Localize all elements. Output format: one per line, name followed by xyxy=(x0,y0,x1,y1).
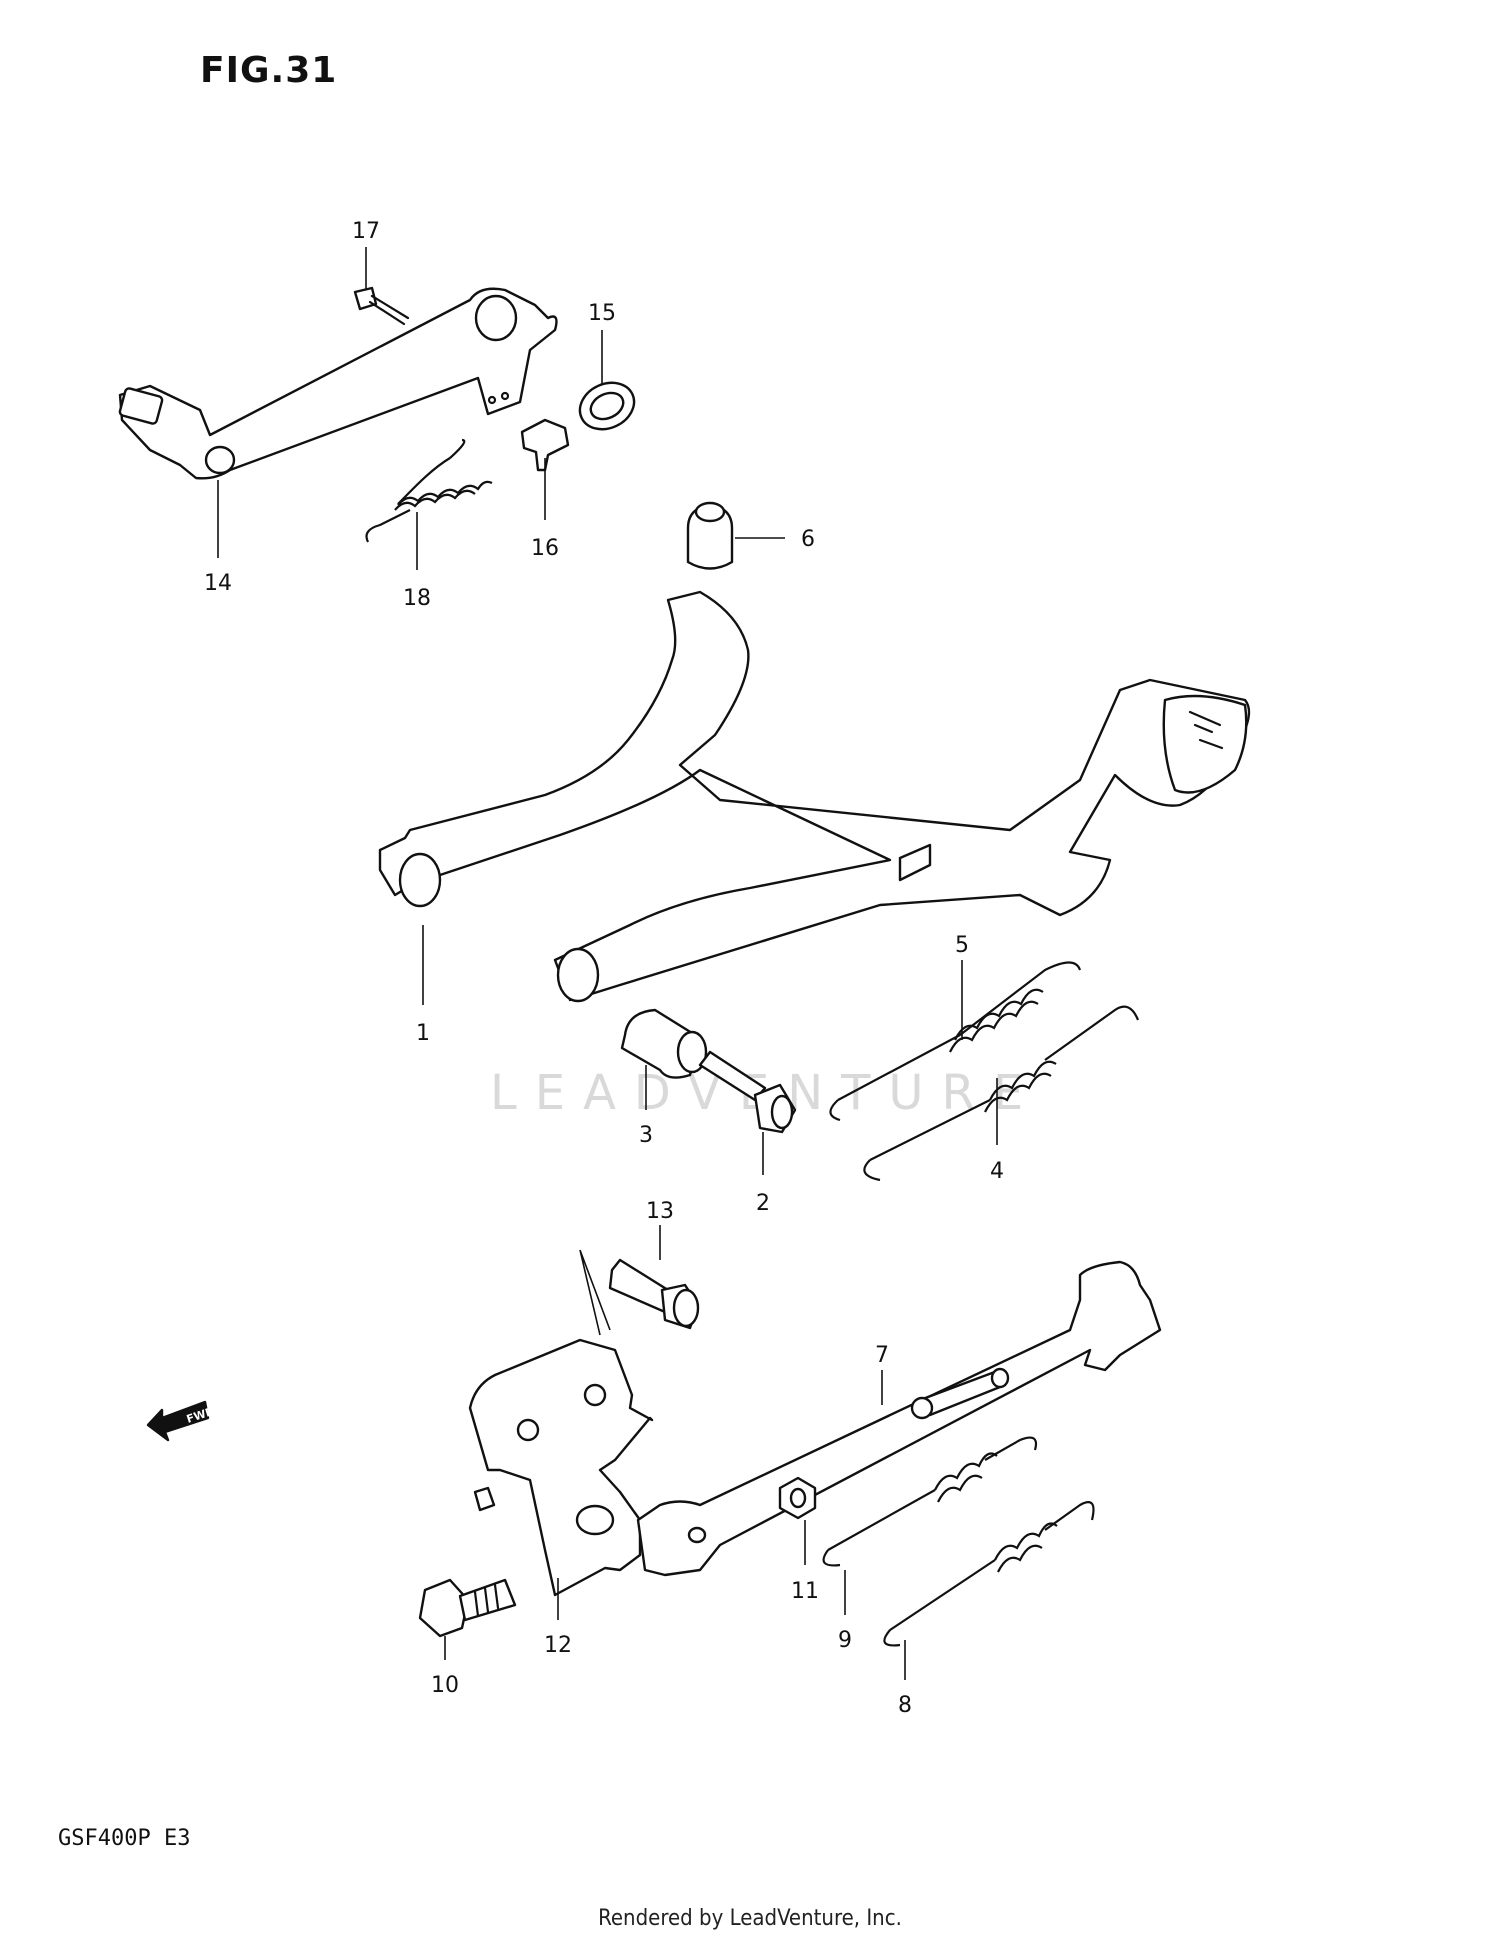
render-credit: Rendered by LeadVenture, Inc. xyxy=(598,1906,902,1931)
washer-15-part[interactable] xyxy=(572,374,641,438)
callout-14: 14 xyxy=(204,571,232,596)
clip-16-part[interactable] xyxy=(520,418,570,472)
side-stand-part[interactable] xyxy=(636,1260,1162,1577)
center-stand-part[interactable] xyxy=(378,590,1251,1003)
callout-5: 5 xyxy=(955,933,969,958)
callout-1: 1 xyxy=(416,1021,430,1046)
bracket-12-part[interactable] xyxy=(468,1338,654,1597)
model-code: GSF400P E3 xyxy=(58,1826,191,1851)
callout-15: 15 xyxy=(588,301,616,326)
spring-4-part[interactable] xyxy=(863,1005,1140,1182)
pedal-arm-part[interactable] xyxy=(118,287,558,480)
callout-16: 16 xyxy=(531,536,559,561)
spring-9-part[interactable] xyxy=(822,1436,1038,1567)
callout-9: 9 xyxy=(838,1628,852,1653)
callout-18: 18 xyxy=(403,586,431,611)
callout-6: 6 xyxy=(801,527,815,552)
bushing-3-part[interactable] xyxy=(620,1008,708,1079)
callout-4: 4 xyxy=(990,1159,1004,1184)
callout-13: 13 xyxy=(646,1199,674,1224)
spring-8-part[interactable] xyxy=(883,1501,1095,1647)
stopper-6-part[interactable] xyxy=(686,501,734,570)
nut-11-part[interactable] xyxy=(778,1476,817,1520)
callout-3: 3 xyxy=(639,1123,653,1148)
callout-8: 8 xyxy=(898,1693,912,1718)
bolt-13-part[interactable] xyxy=(608,1258,700,1330)
leader-lines xyxy=(217,247,998,1680)
bolt-10-part[interactable] xyxy=(418,1578,517,1638)
callout-12: 12 xyxy=(544,1633,572,1658)
figure-title: FIG.31 xyxy=(200,50,338,91)
callout-11: 11 xyxy=(791,1579,819,1604)
callout-2: 2 xyxy=(756,1191,770,1216)
bolt-17-part[interactable] xyxy=(353,286,410,326)
callout-7: 7 xyxy=(875,1343,889,1368)
callout-labels: 17 15 16 14 18 6 1 5 4 3 2 13 7 11 9 8 1… xyxy=(204,219,1004,1718)
fwd-arrow-icon xyxy=(146,1400,210,1442)
callout-10: 10 xyxy=(431,1673,459,1698)
spring-5-part[interactable] xyxy=(829,961,1082,1122)
callout-17: 17 xyxy=(352,219,380,244)
bolt-2-part[interactable] xyxy=(698,1050,797,1134)
spring-18-part[interactable] xyxy=(365,438,493,543)
